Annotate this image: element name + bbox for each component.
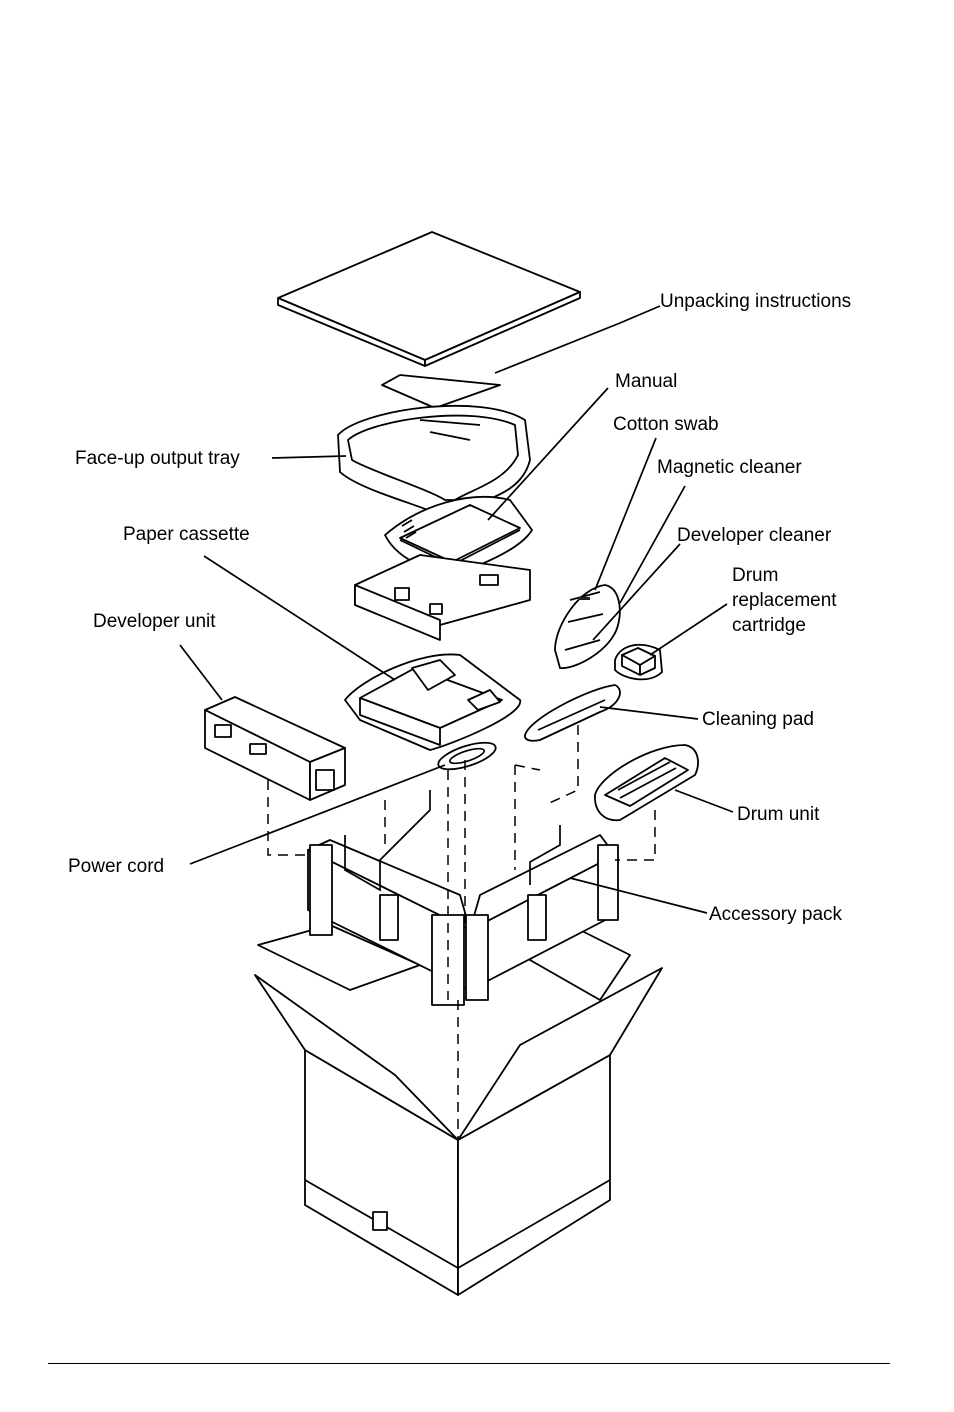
- cleaning-pad: [524, 684, 621, 742]
- label-drum-replacement-line3: cartridge: [732, 615, 806, 636]
- paper-cassette: [344, 653, 521, 751]
- shipping-box: [254, 919, 663, 1296]
- page-footer-rule: [48, 1363, 890, 1364]
- power-cord: [437, 741, 497, 771]
- drum-replacement-cartridge: [614, 643, 663, 681]
- label-drum-replacement-line2: replacement: [732, 590, 837, 611]
- label-drum-unit: Drum unit: [737, 804, 820, 825]
- label-face-up-output-tray: Face-up output tray: [75, 448, 240, 469]
- leader-lines: [179, 305, 734, 914]
- paper-cassette-base: [354, 554, 531, 641]
- developer-unit: [204, 696, 346, 801]
- label-developer-unit: Developer unit: [93, 611, 216, 632]
- label-cleaning-pad: Cleaning pad: [702, 709, 814, 730]
- label-power-cord: Power cord: [68, 856, 165, 877]
- label-paper-cassette: Paper cassette: [123, 524, 250, 545]
- drum-unit: [594, 744, 699, 822]
- label-drum-replacement-line1: Drum: [732, 565, 779, 586]
- label-magnetic-cleaner: Magnetic cleaner: [657, 457, 802, 478]
- placement-guides: [267, 725, 656, 1140]
- label-cotton-swab: Cotton swab: [613, 414, 719, 435]
- sheet-insert: [381, 374, 501, 409]
- unpacking-instructions-sheet: [277, 231, 581, 361]
- label-manual: Manual: [615, 371, 678, 392]
- accessory-pack: [307, 790, 619, 1006]
- face-up-output-tray: [337, 404, 531, 516]
- label-unpacking-instructions: Unpacking instructions: [660, 291, 852, 312]
- label-developer-cleaner: Developer cleaner: [677, 525, 832, 546]
- label-accessory-pack: Accessory pack: [709, 904, 843, 925]
- cleaner-pack: [554, 584, 621, 669]
